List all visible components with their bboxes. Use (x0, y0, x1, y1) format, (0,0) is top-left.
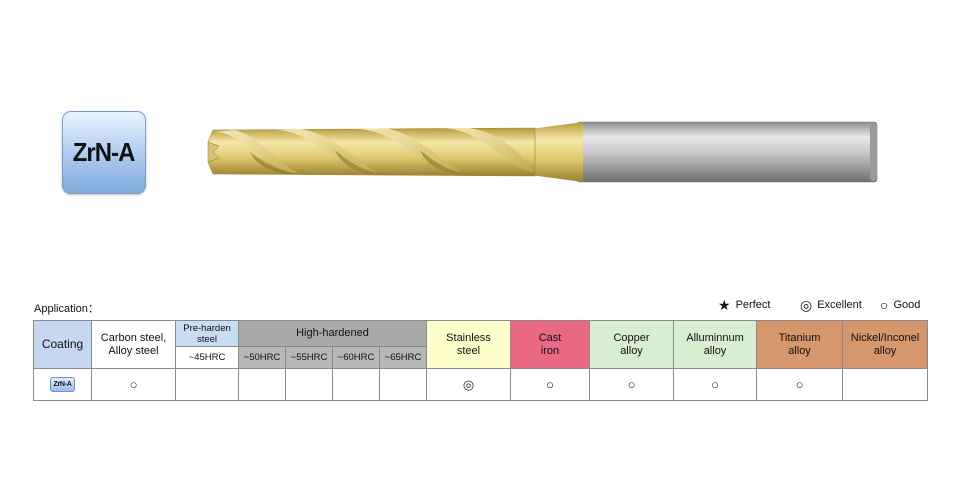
cell-nickel (842, 368, 928, 401)
cell-coating: ZrN-A (33, 368, 92, 401)
header-stainless: Stainless steel (426, 320, 511, 369)
coating-mini-badge: ZrN-A (50, 377, 75, 392)
header-pre-harden: Pre-harden steel (175, 320, 239, 347)
cell-cast: ○ (510, 368, 590, 401)
header-55hrc: ~55HRC (285, 346, 333, 369)
legend-good: ○ Good (880, 297, 921, 313)
flute-shade-3 (420, 150, 480, 174)
cell-stainless: ◎ (426, 368, 511, 401)
double-circle-icon: ◎ (800, 297, 813, 313)
header-copper: Copper alloy (589, 320, 674, 369)
header-high-hardened: High-hardened (238, 320, 427, 347)
flute-shade-1 (250, 152, 310, 174)
coating-badge: ZrN-A (62, 111, 146, 194)
header-50hrc: ~50HRC (238, 346, 286, 369)
legend-good-label: Good (893, 299, 921, 311)
header-45hrc: ~45HRC (175, 346, 239, 369)
cell-45hrc (175, 368, 239, 401)
shank-end (870, 123, 877, 181)
legend-perfect: ★ Perfect (718, 297, 771, 313)
header-cast-iron: Cast iron (510, 320, 590, 369)
header-titanium: Titanium alloy (756, 320, 843, 369)
table-row: ZrN-A ○ ◎ ○ ○ ○ ○ (33, 368, 928, 401)
drill-tool-image (207, 121, 878, 183)
cell-60hrc (332, 368, 380, 401)
header-nickel: Nickel/Inconel alloy (842, 320, 928, 369)
cell-copper: ○ (589, 368, 674, 401)
header-carbon-steel: Carbon steel, Alloy steel (91, 320, 176, 369)
cell-titanium: ○ (756, 368, 843, 401)
header-aluminum: Alluminnum alloy (673, 320, 757, 369)
cell-50hrc (238, 368, 286, 401)
cell-55hrc (285, 368, 333, 401)
application-table: Coating Carbon steel, Alloy steel Pre-ha… (33, 320, 928, 401)
cell-aluminum: ○ (673, 368, 757, 401)
flute-2 (275, 129, 380, 174)
flute-1 (215, 130, 300, 174)
header-60hrc: ~60HRC (332, 346, 380, 369)
flute-3 (355, 128, 465, 174)
header-65hrc: ~65HRC (379, 346, 427, 369)
legend-excellent: ◎ Excellent (800, 297, 862, 313)
legend-excellent-label: Excellent (817, 299, 862, 311)
shank (576, 121, 878, 183)
flute-shade-2 (335, 150, 395, 174)
header-coating: Coating (33, 320, 92, 369)
tip-cut (207, 141, 220, 163)
coating-badge-text: ZrN-A (73, 137, 136, 167)
cell-65hrc (379, 368, 427, 401)
legend-perfect-label: Perfect (735, 299, 771, 311)
flute-4 (440, 128, 535, 172)
star-icon: ★ (718, 297, 731, 313)
circle-icon: ○ (880, 297, 889, 313)
neck (523, 122, 583, 182)
cell-carbon: ○ (91, 368, 176, 401)
application-label: Application： (34, 303, 99, 315)
